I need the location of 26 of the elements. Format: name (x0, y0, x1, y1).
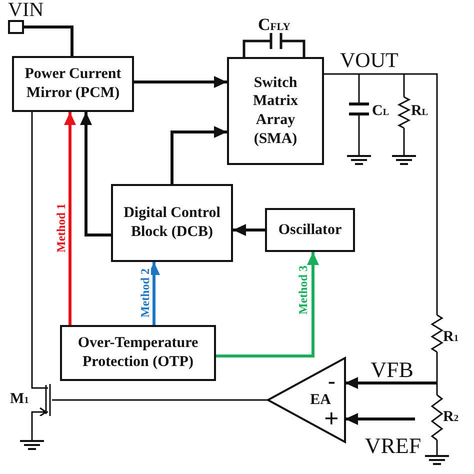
edge-label: Method 1 (55, 204, 67, 252)
block-box (111, 184, 233, 262)
block-label: Switch Matrix Array (SMA) (252, 74, 299, 148)
voltage-label: VIN (8, 0, 44, 20)
block-box (265, 208, 355, 252)
input-arrow (345, 413, 415, 425)
arrow (64, 112, 76, 325)
arrow (233, 224, 265, 236)
input-arrow (345, 377, 437, 389)
arrow (134, 76, 227, 88)
minus-sign: - (328, 370, 336, 392)
voltage-label: VOUT (340, 50, 398, 71)
block-label: Oscillator (278, 220, 342, 240)
input-pad (8, 20, 24, 34)
block-label: Power Current Mirror (PCM) (24, 65, 122, 103)
arrow (80, 112, 111, 236)
block-label: Over-Temperature Protection (OTP) (76, 334, 200, 372)
arrow (216, 252, 319, 358)
edge-label: Method 2 (139, 268, 151, 318)
arrow (170, 126, 227, 184)
block-box (227, 57, 324, 165)
block-box (12, 56, 134, 112)
block-label: Digital Control Block (DCB) (122, 204, 222, 242)
edge-label: Method 3 (297, 266, 309, 314)
arrow (148, 262, 160, 325)
block-box (60, 325, 216, 381)
